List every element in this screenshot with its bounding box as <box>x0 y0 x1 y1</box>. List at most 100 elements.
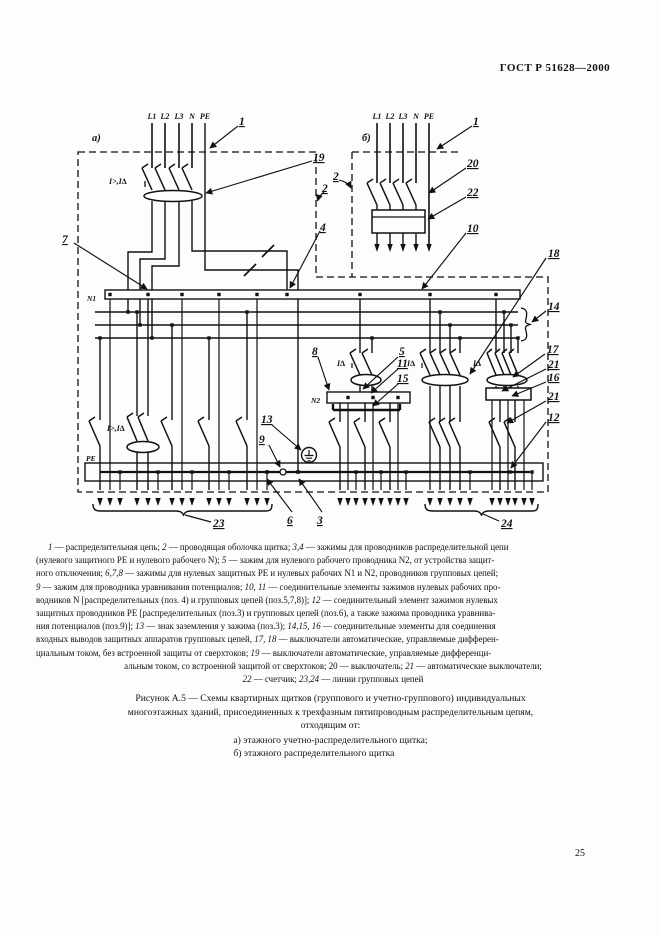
line-arrow <box>374 244 380 252</box>
junction-dot <box>146 292 150 297</box>
callout-leader-19 <box>205 160 313 195</box>
breaker-symbol <box>88 420 101 447</box>
breaker-symbol <box>448 421 461 448</box>
line-arrow <box>437 498 443 506</box>
legend-line: (нулевого защитного PE и нулевого рабоче… <box>36 555 495 566</box>
line-arrow <box>216 498 222 506</box>
junction-dot <box>207 336 211 340</box>
line-arrow <box>426 244 432 252</box>
callout-c24: 24 <box>500 518 513 530</box>
rcd-oval <box>143 189 203 203</box>
line-arrow <box>447 498 453 506</box>
rcbo-pole <box>181 167 193 191</box>
rcd-pole <box>429 348 441 376</box>
legend-line: 1 — распределительная цепь; 2 — проводящ… <box>48 542 509 552</box>
page-number: 25 <box>575 848 585 859</box>
rcd-pole <box>501 348 512 376</box>
breaker-flick <box>328 417 336 423</box>
line-arrow <box>362 498 368 506</box>
callout-c15: 15 <box>397 373 409 385</box>
meter-box <box>371 209 426 234</box>
callout-c18: 18 <box>548 248 560 260</box>
junction-dot <box>509 323 513 327</box>
wire-label-b-L3: L3 <box>398 112 408 121</box>
junction-dot <box>217 292 221 297</box>
switch-pole <box>405 182 417 206</box>
line-arrow <box>206 498 212 506</box>
callout-c10: 10 <box>467 223 479 235</box>
legend-line: циальным током, без встроенной защиты от… <box>36 647 492 658</box>
line-arrow <box>512 498 518 506</box>
comb-15 <box>331 404 402 412</box>
disconnect-slash <box>261 244 275 258</box>
line-arrow <box>387 244 393 252</box>
breaker-flick <box>378 417 386 423</box>
breaker-symbol <box>160 420 173 447</box>
junction-dot <box>346 395 350 400</box>
switch-flick <box>366 178 374 184</box>
line-arrow <box>169 498 175 506</box>
rcd-oval <box>421 373 469 387</box>
callout-c9: 9 <box>259 434 265 446</box>
callout-leader-7 <box>73 242 148 290</box>
rcd-pole <box>494 348 505 376</box>
leader-23 <box>184 514 212 523</box>
wire-label-L2: L2 <box>160 112 170 121</box>
legend-line: альным током, со встроенной защитой от с… <box>124 660 542 671</box>
wire-label-b-PE: PE <box>424 112 434 121</box>
breaker-symbol <box>428 421 441 448</box>
section-a-label: а) <box>92 133 101 144</box>
rcbo-flick <box>154 163 162 169</box>
rcd-pole <box>449 348 461 376</box>
line-arrow <box>370 498 376 506</box>
line-arrow <box>226 498 232 506</box>
breaker-flick <box>88 416 96 422</box>
rcd-oval <box>486 373 528 387</box>
wire-label-b-L1: L1 <box>372 112 382 121</box>
n2-bus <box>326 391 411 404</box>
callout-c12: 12 <box>548 412 560 424</box>
junction-dot <box>358 292 362 297</box>
callout-leader-22 <box>427 196 467 220</box>
earth-glyph <box>304 450 314 462</box>
callout-c5: 5 <box>399 346 405 358</box>
figure-caption: Рисунок А.5 — Схемы квартирных щитков (г… <box>0 692 661 761</box>
line-arrow <box>244 498 250 506</box>
wire-label-PE: PE <box>200 112 210 121</box>
rcbo-label: I>,I∆ <box>108 177 127 186</box>
line-arrow <box>189 498 195 506</box>
rcd-pole <box>439 348 451 376</box>
line-arrow <box>353 498 359 506</box>
comb-16 <box>485 387 532 401</box>
legend-line: 9 — зажим для проводника уравнивания пот… <box>36 581 501 592</box>
junction-dot <box>494 292 498 297</box>
junction-dot <box>530 470 534 474</box>
callout-c2b: 2 <box>332 171 339 183</box>
switch-pole <box>379 182 391 206</box>
callout-c8: 8 <box>312 346 318 358</box>
callout-leader-6 <box>266 478 293 513</box>
line-arrow <box>529 498 535 506</box>
junction-dot <box>98 336 102 340</box>
callout-leader-14 <box>531 310 547 323</box>
junction-dot <box>438 310 442 314</box>
line-arrow <box>521 498 527 506</box>
section-b-label: б) <box>362 133 371 144</box>
breaker-symbol <box>353 421 366 448</box>
callout-c2a: 2 <box>321 183 328 195</box>
callout-leader-12 <box>510 421 547 469</box>
pe-bus <box>84 462 544 482</box>
callout-leader-5 <box>362 356 399 390</box>
breaker-symbol <box>438 421 451 448</box>
wire-label-L1: L1 <box>147 112 157 121</box>
line-arrow <box>264 498 270 506</box>
switch-flick <box>379 178 387 184</box>
callout-leader-17 <box>512 353 546 378</box>
rcbo-pole <box>168 167 180 191</box>
phase-drop-l3 <box>151 201 180 337</box>
breaker-symbol <box>235 420 248 447</box>
line-arrow <box>400 244 406 252</box>
callout-leader-18 <box>469 257 547 375</box>
callout-c21a: 21 <box>547 359 560 371</box>
caption-line: Рисунок А.5 — Схемы квартирных щитков (г… <box>135 693 526 704</box>
